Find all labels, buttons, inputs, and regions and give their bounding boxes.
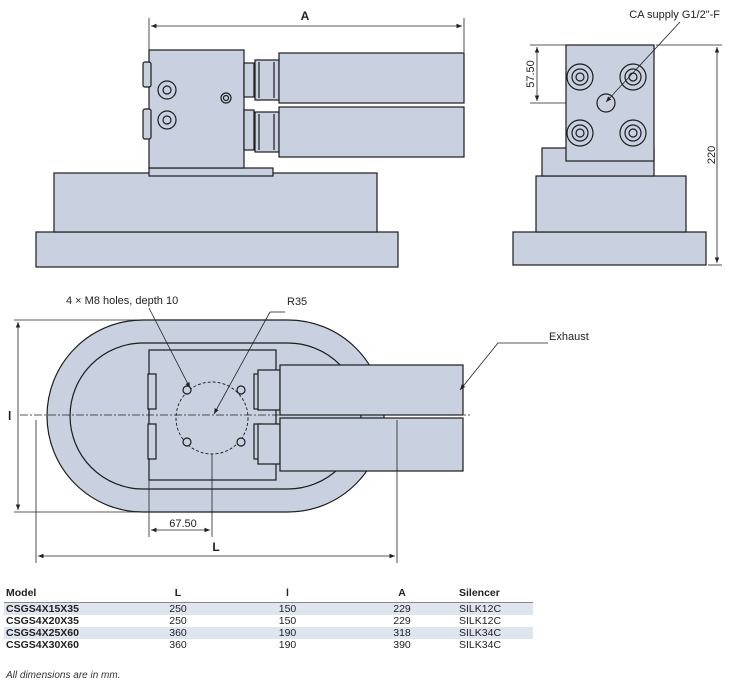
front-top-strip (148, 167, 274, 177)
cell-l: 190 (278, 639, 297, 651)
dim-57-50-label: 57.50 (525, 60, 537, 88)
dimensions-note: All dimensions are in mm. (6, 670, 121, 681)
dimensions-table: Model L l A Silencer CSGS4X15X35 250 150… (4, 585, 533, 651)
cell-l: 150 (278, 615, 297, 627)
exhaust-label: Exhaust (549, 331, 589, 343)
cell-A: 390 (393, 639, 411, 651)
cell-model: CSGS4X20X35 (6, 615, 79, 627)
col-A: A (345, 585, 457, 603)
cell-L: 360 (126, 627, 228, 639)
front-silencer-bottom (278, 106, 465, 158)
table-header-row: Model L l A Silencer (4, 585, 533, 603)
cell-A: 229 (345, 602, 457, 615)
holes-label: 4 × M8 holes, depth 10 (66, 295, 178, 307)
dim-l-label: l (8, 409, 11, 423)
dim-L-label: L (212, 540, 219, 554)
cell-silencer: SILK12C (457, 602, 533, 615)
top-view-annotations (14, 307, 548, 563)
cell-L: 250 (169, 615, 187, 627)
cell-L: 250 (126, 602, 228, 615)
dim-220-label: 220 (706, 146, 718, 164)
side-view (512, 44, 707, 266)
ca-supply-label: CA supply G1/2"-F (629, 9, 720, 21)
front-view-holes (157, 80, 232, 130)
top-silencer-top (279, 364, 464, 416)
col-l: l (228, 585, 345, 603)
table-row: CSGS4X20X35 250 150 229 SILK12C (4, 615, 533, 627)
cell-silencer: SILK34C (457, 627, 533, 639)
front-view (35, 49, 465, 268)
col-model: Model (4, 585, 126, 603)
table-row: CSGS4X15X35 250 150 229 SILK12C (4, 602, 533, 615)
cell-L: 360 (169, 639, 187, 651)
ca-supply-port-icon (596, 93, 616, 113)
cell-A: 229 (393, 615, 411, 627)
top-silencer-bottom (279, 417, 464, 472)
cell-silencer: SILK34C (459, 639, 502, 651)
dim-a-label: A (301, 9, 310, 23)
radius-label: R35 (287, 296, 307, 308)
top-view (46, 319, 464, 513)
cell-model: CSGS4X30X60 (6, 639, 79, 651)
cell-l: 150 (228, 602, 345, 615)
cell-model: CSGS4X25X60 (4, 627, 126, 639)
dim-67-50-label: 67.50 (169, 518, 197, 530)
front-silencer-top (278, 52, 465, 104)
table-row: CSGS4X25X60 360 190 318 SILK34C (4, 627, 533, 639)
cell-A: 318 (345, 627, 457, 639)
front-housing (53, 172, 378, 233)
side-view-holes (566, 63, 647, 147)
front-base-plate (35, 231, 399, 268)
front-valve-block (148, 49, 245, 169)
side-housing (535, 175, 687, 233)
side-dims (530, 21, 722, 266)
cell-model: CSGS4X15X35 (4, 602, 126, 615)
cell-silencer: SILK12C (459, 615, 502, 627)
col-silencer: Silencer (457, 585, 533, 603)
dim-a-line (148, 18, 465, 52)
cell-l: 190 (228, 627, 345, 639)
table-row: CSGS4X30X60 360 190 390 SILK34C (4, 639, 533, 651)
col-L: L (126, 585, 228, 603)
side-base-plate (512, 231, 707, 266)
